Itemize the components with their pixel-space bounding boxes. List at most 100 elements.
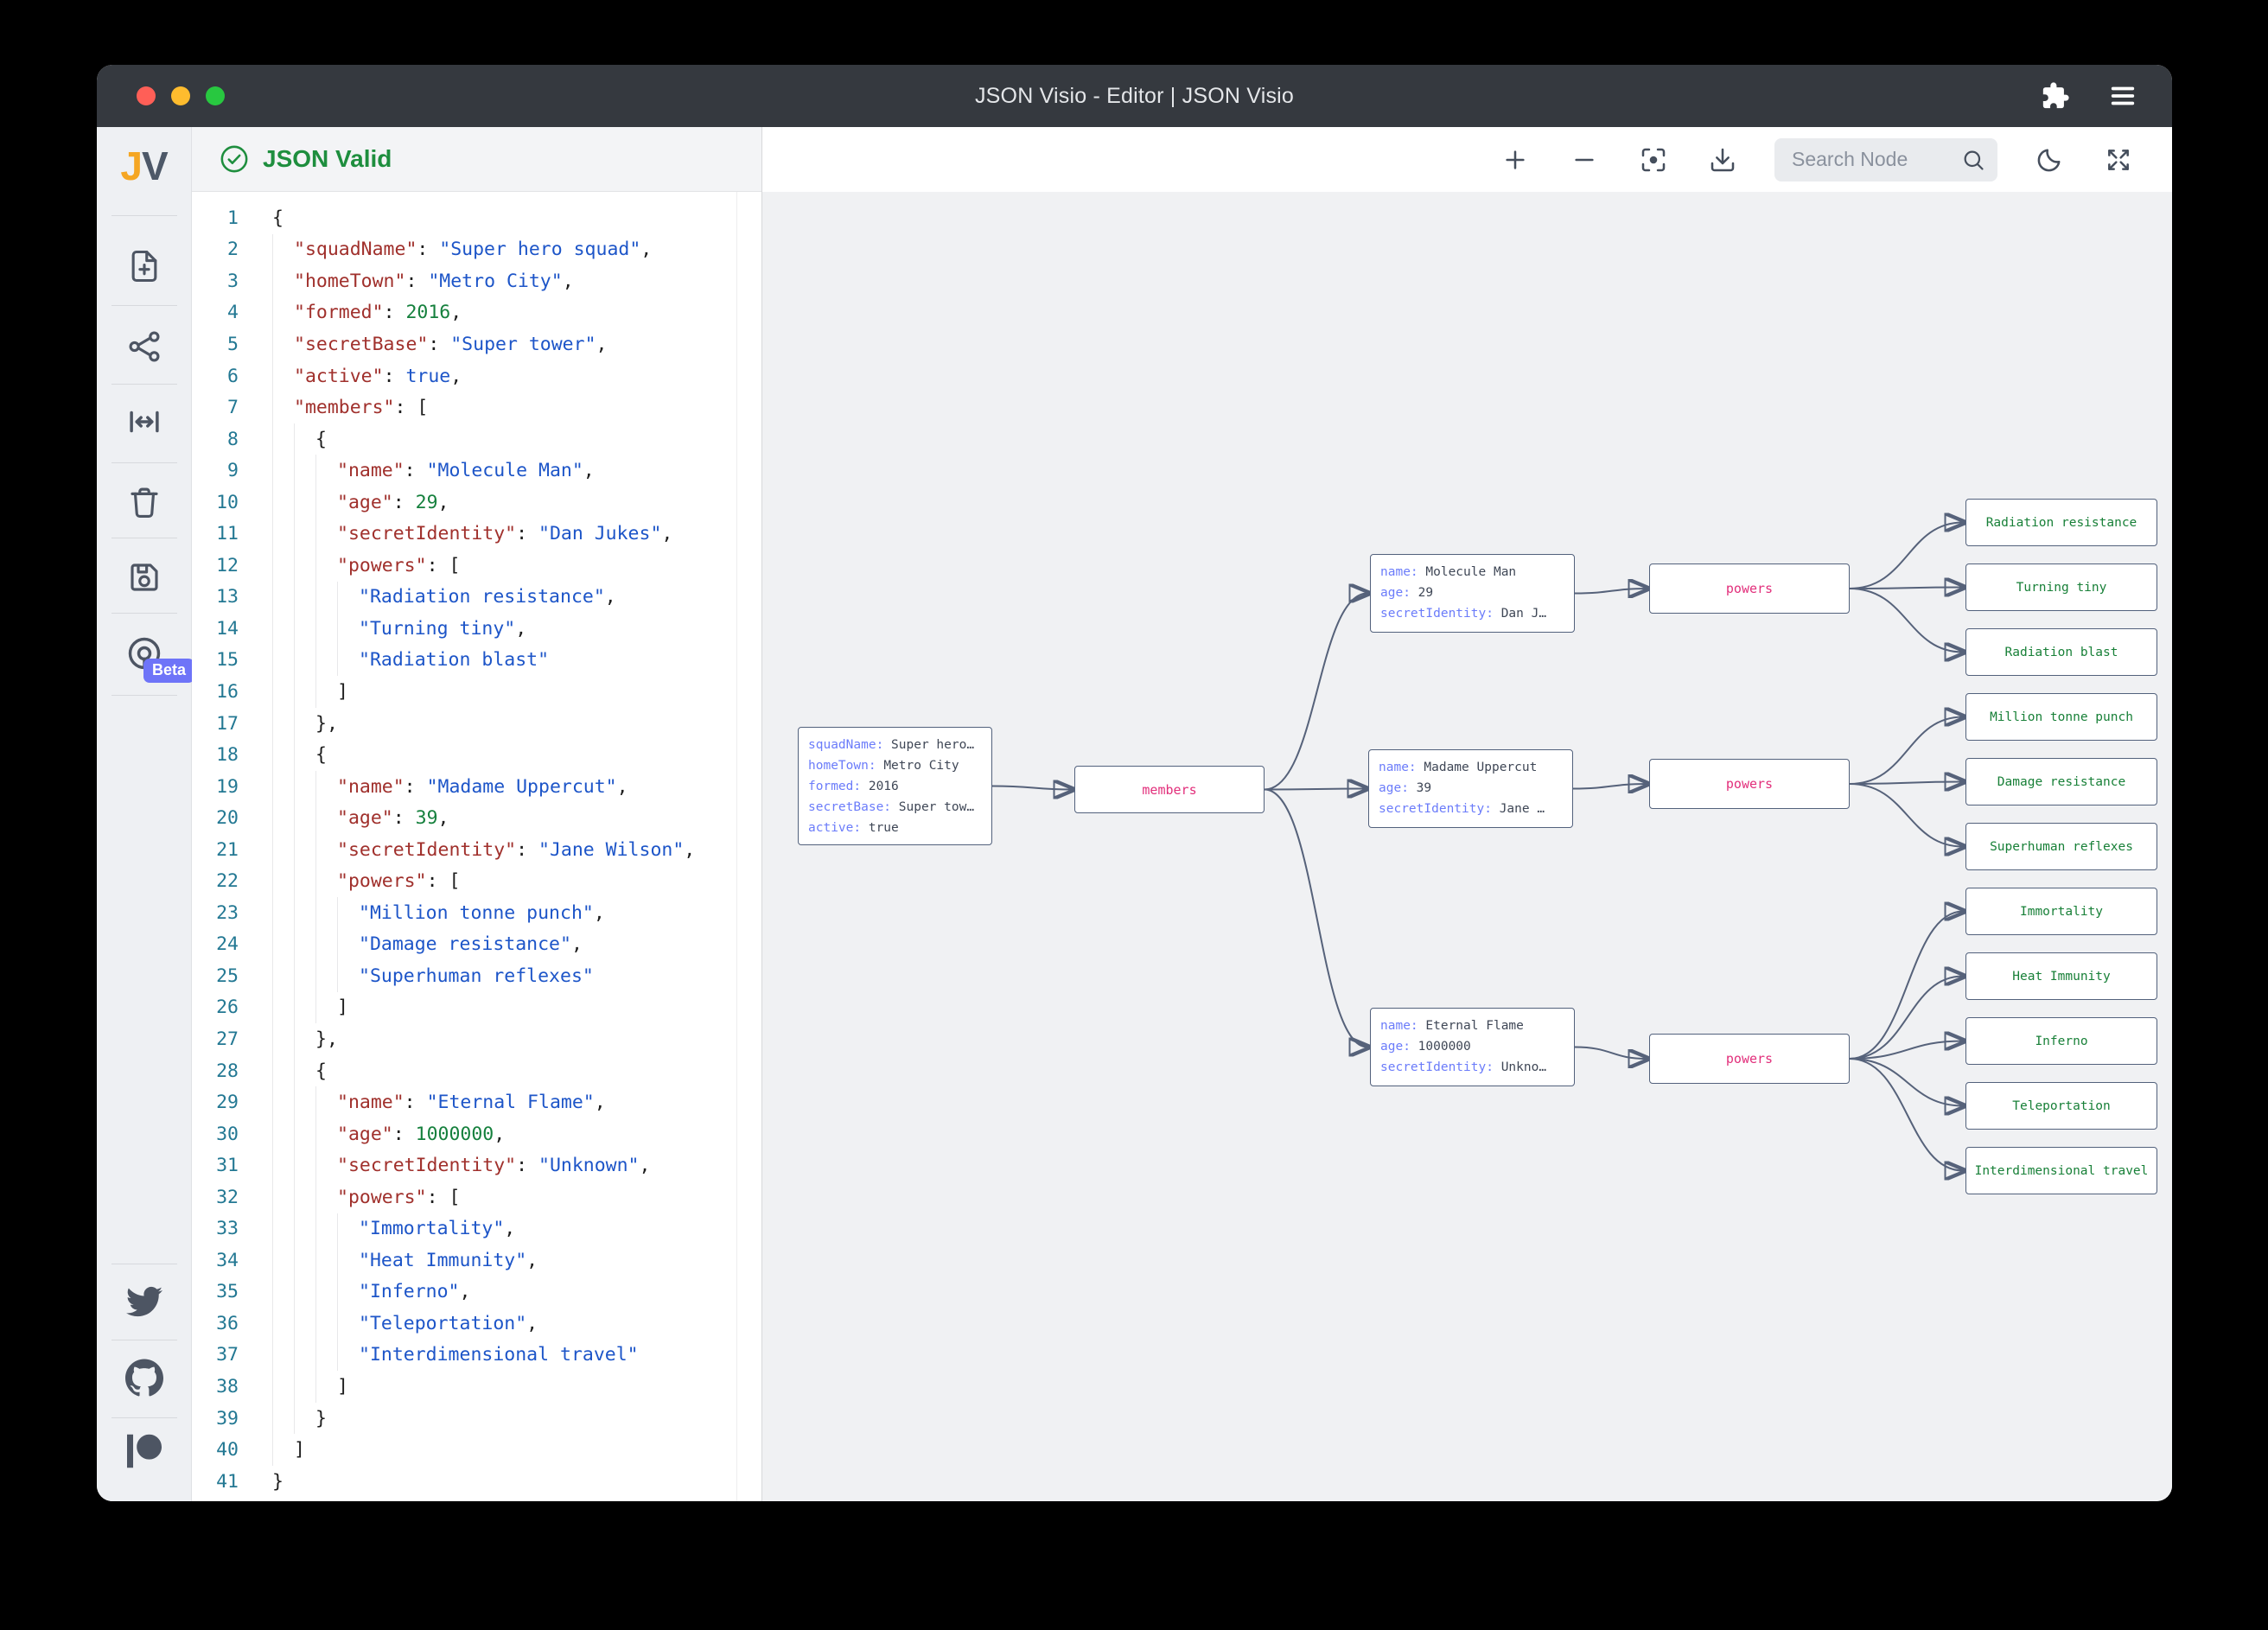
- graph-node-power-leaf[interactable]: Radiation blast: [1965, 628, 2157, 676]
- code-line[interactable]: 29"name": "Eternal Flame",: [192, 1086, 761, 1118]
- github-link[interactable]: [117, 1356, 172, 1399]
- code-line[interactable]: 27},: [192, 1023, 761, 1055]
- code-line[interactable]: 34"Heat Immunity",: [192, 1245, 761, 1277]
- code-line[interactable]: 11"secretIdentity": "Dan Jukes",: [192, 518, 761, 550]
- indent-guide: [272, 960, 294, 992]
- code-line[interactable]: 19"name": "Madame Uppercut",: [192, 771, 761, 803]
- indent-guide: [315, 645, 337, 677]
- clear-button[interactable]: [117, 481, 172, 524]
- zoom-button[interactable]: [206, 86, 225, 105]
- line-number: 13: [192, 586, 272, 608]
- code-line[interactable]: 25"Superhuman reflexes": [192, 960, 761, 992]
- code-line[interactable]: 12"powers": [: [192, 550, 761, 582]
- menu-icon[interactable]: [2108, 81, 2137, 111]
- zoom-in-button[interactable]: [1498, 143, 1532, 177]
- code-line[interactable]: 30"age": 1000000,: [192, 1118, 761, 1150]
- graph-node-member-1[interactable]: name: Molecule Manage: 29secretIdentity:…: [1370, 554, 1575, 633]
- graph-node-power-leaf[interactable]: Superhuman reflexes: [1965, 823, 2157, 870]
- app-logo[interactable]: JV: [117, 144, 172, 188]
- code-line[interactable]: 4"formed": 2016,: [192, 297, 761, 329]
- graph-node-powers-2[interactable]: powers: [1649, 759, 1850, 809]
- graph-node-root[interactable]: squadName: Super hero…homeTown: Metro Ci…: [798, 727, 992, 845]
- graph-node-powers-3[interactable]: powers: [1649, 1034, 1850, 1084]
- code-line[interactable]: 2"squadName": "Super hero squad",: [192, 234, 761, 266]
- code-line[interactable]: 21"secretIdentity": "Jane Wilson",: [192, 834, 761, 866]
- divider: [111, 462, 177, 463]
- dark-mode-button[interactable]: [2032, 143, 2067, 177]
- code-line[interactable]: 36"Teleportation",: [192, 1308, 761, 1340]
- code-line[interactable]: 24"Damage resistance",: [192, 929, 761, 961]
- graph-node-power-leaf[interactable]: Turning tiny: [1965, 563, 2157, 611]
- close-button[interactable]: [137, 86, 156, 105]
- code-line[interactable]: 20"age": 39,: [192, 802, 761, 834]
- code-line[interactable]: 8{: [192, 423, 761, 455]
- code-line[interactable]: 28{: [192, 1055, 761, 1087]
- expand-width-button[interactable]: [117, 400, 172, 443]
- code-line[interactable]: 17},: [192, 708, 761, 740]
- download-button[interactable]: [1705, 143, 1740, 177]
- graph-node-power-leaf[interactable]: Immortality: [1965, 888, 2157, 935]
- code-line[interactable]: 7"members": [: [192, 392, 761, 423]
- code-line[interactable]: 38]: [192, 1371, 761, 1403]
- titlebar: JSON Visio - Editor | JSON Visio: [97, 65, 2172, 127]
- graph-view-button[interactable]: [117, 325, 172, 368]
- indent-guide: [272, 1181, 294, 1213]
- code-line[interactable]: 35"Inferno",: [192, 1277, 761, 1308]
- graph-node-powers-1[interactable]: powers: [1649, 563, 1850, 614]
- divider: [111, 215, 177, 216]
- graph-node-power-leaf[interactable]: Inferno: [1965, 1017, 2157, 1065]
- code-line[interactable]: 26]: [192, 992, 761, 1024]
- indent-guide: [272, 423, 294, 455]
- code-line[interactable]: 33"Immortality",: [192, 1213, 761, 1245]
- indent-guide: [294, 1371, 315, 1403]
- divider: [111, 695, 177, 696]
- line-number: 4: [192, 302, 272, 323]
- code-line[interactable]: 10"age": 29,: [192, 487, 761, 519]
- code-line[interactable]: 16]: [192, 676, 761, 708]
- divider: [111, 1417, 177, 1418]
- code-line[interactable]: 32"powers": [: [192, 1181, 761, 1213]
- graph-node-member-2[interactable]: name: Madame Uppercutage: 39secretIdenti…: [1368, 749, 1573, 828]
- code-line[interactable]: 31"secretIdentity": "Unknown",: [192, 1149, 761, 1181]
- graph-node-power-leaf[interactable]: Damage resistance: [1965, 758, 2157, 805]
- zoom-out-button[interactable]: [1567, 143, 1602, 177]
- code-editor[interactable]: 1{2"squadName": "Super hero squad",3"hom…: [192, 192, 761, 1501]
- code-line[interactable]: 37"Interdimensional travel": [192, 1340, 761, 1372]
- graph-node-member-3[interactable]: name: Eternal Flameage: 1000000secretIde…: [1370, 1008, 1575, 1086]
- code-line[interactable]: 13"Radiation resistance",: [192, 582, 761, 614]
- indent-guide: [272, 645, 294, 677]
- code-line[interactable]: 15"Radiation blast": [192, 645, 761, 677]
- code-line[interactable]: 1{: [192, 202, 761, 234]
- code-line[interactable]: 39}: [192, 1403, 761, 1435]
- graph-node-power-leaf[interactable]: Interdimensional travel: [1965, 1147, 2157, 1194]
- graph-canvas[interactable]: squadName: Super hero…homeTown: Metro Ci…: [762, 127, 2172, 1501]
- center-focus-button[interactable]: [1636, 143, 1671, 177]
- search-icon[interactable]: [1961, 148, 1985, 172]
- code-line[interactable]: 6"active": true,: [192, 360, 761, 392]
- graph-node-power-leaf[interactable]: Teleportation: [1965, 1082, 2157, 1130]
- graph-node-power-leaf[interactable]: Radiation resistance: [1965, 499, 2157, 546]
- new-file-button[interactable]: [117, 245, 172, 288]
- graph-node-power-leaf[interactable]: Heat Immunity: [1965, 952, 2157, 1000]
- twitter-link[interactable]: [117, 1280, 172, 1323]
- code-line[interactable]: 18{: [192, 739, 761, 771]
- indent-guide: [294, 1403, 315, 1435]
- code-line[interactable]: 14"Turning tiny",: [192, 613, 761, 645]
- search-node-input[interactable]: [1790, 147, 1953, 172]
- save-button[interactable]: [117, 556, 172, 599]
- graph-node-members[interactable]: members: [1074, 766, 1265, 813]
- code-line[interactable]: 9"name": "Molecule Man",: [192, 455, 761, 487]
- code-line[interactable]: 23"Million tonne punch",: [192, 897, 761, 929]
- code-line[interactable]: 3"homeTown": "Metro City",: [192, 265, 761, 297]
- line-number: 18: [192, 744, 272, 766]
- code-line[interactable]: 5"secretBase": "Super tower",: [192, 328, 761, 360]
- graph-node-power-leaf[interactable]: Million tonne punch: [1965, 693, 2157, 741]
- fullscreen-button[interactable]: [2101, 143, 2136, 177]
- code-line[interactable]: 41}: [192, 1466, 761, 1498]
- code-line[interactable]: 40]: [192, 1434, 761, 1466]
- extension-icon[interactable]: [2041, 81, 2070, 111]
- patreon-link[interactable]: [117, 1429, 172, 1473]
- code-line[interactable]: 22"powers": [: [192, 865, 761, 897]
- indent-guide: [315, 1086, 337, 1118]
- minimize-button[interactable]: [171, 86, 190, 105]
